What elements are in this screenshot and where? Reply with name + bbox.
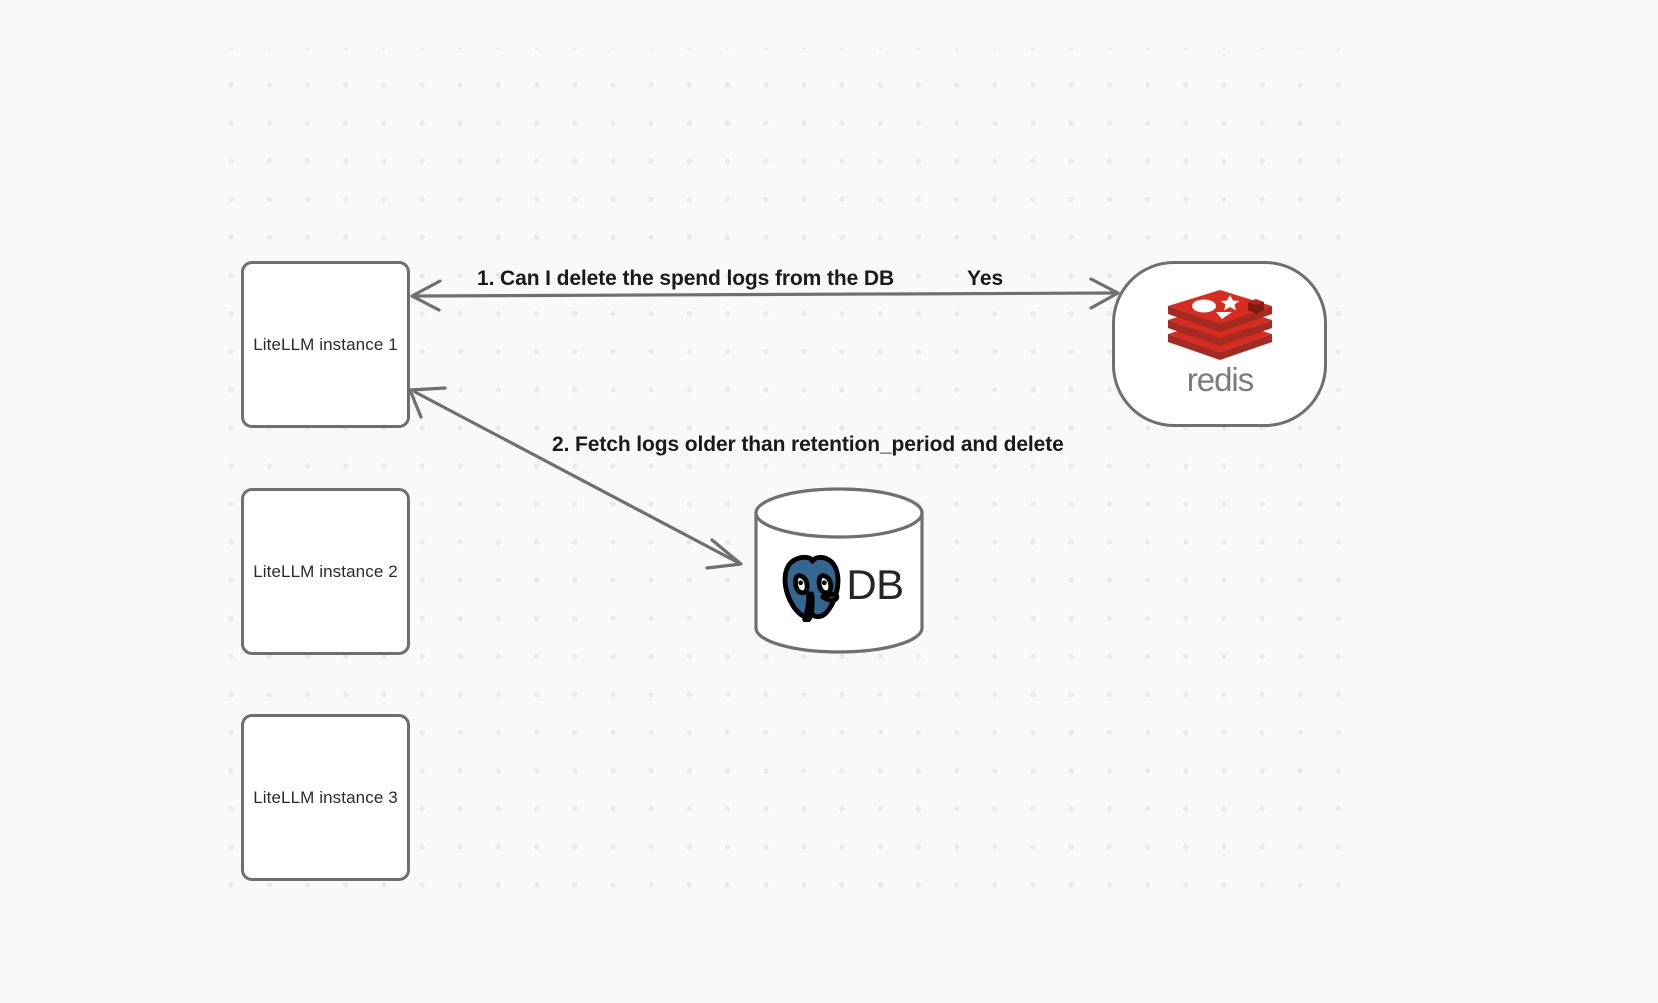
node-litellm-instance-2[interactable]: LiteLLM instance 2 — [241, 488, 410, 655]
node-litellm-instance-3[interactable]: LiteLLM instance 3 — [241, 714, 410, 881]
edge-line — [413, 390, 739, 564]
edge-label-step-2: 2. Fetch logs older than retention_perio… — [552, 433, 1064, 456]
node-database[interactable]: DB — [753, 487, 925, 654]
arrowhead-lower — [705, 538, 743, 570]
node-label: LiteLLM instance 2 — [253, 561, 398, 581]
edge-label-yes: Yes — [967, 267, 1004, 290]
edge-label-step-1: 1. Can I delete the spend logs from the … — [477, 267, 895, 290]
svg-text:redis: redis — [1186, 361, 1253, 398]
node-redis[interactable]: redis — [1112, 261, 1327, 427]
database-logo-row: DB — [753, 539, 925, 631]
node-label: LiteLLM instance 1 — [253, 334, 398, 354]
edge-line — [415, 291, 1115, 298]
arrowhead-right — [1089, 277, 1120, 310]
arrowhead-left — [410, 279, 442, 312]
arrowhead-upper — [408, 386, 447, 419]
edge-litellm1-redis — [410, 277, 1120, 312]
redis-wordmark: redis — [1186, 361, 1254, 398]
edge-litellm1-database — [408, 386, 743, 570]
postgresql-elephant-icon — [782, 554, 841, 622]
redis-logo-icon — [1167, 290, 1272, 360]
node-label: LiteLLM instance 3 — [253, 787, 398, 807]
node-litellm-instance-1[interactable]: LiteLLM instance 1 — [241, 261, 410, 428]
database-label: DB — [846, 561, 904, 608]
